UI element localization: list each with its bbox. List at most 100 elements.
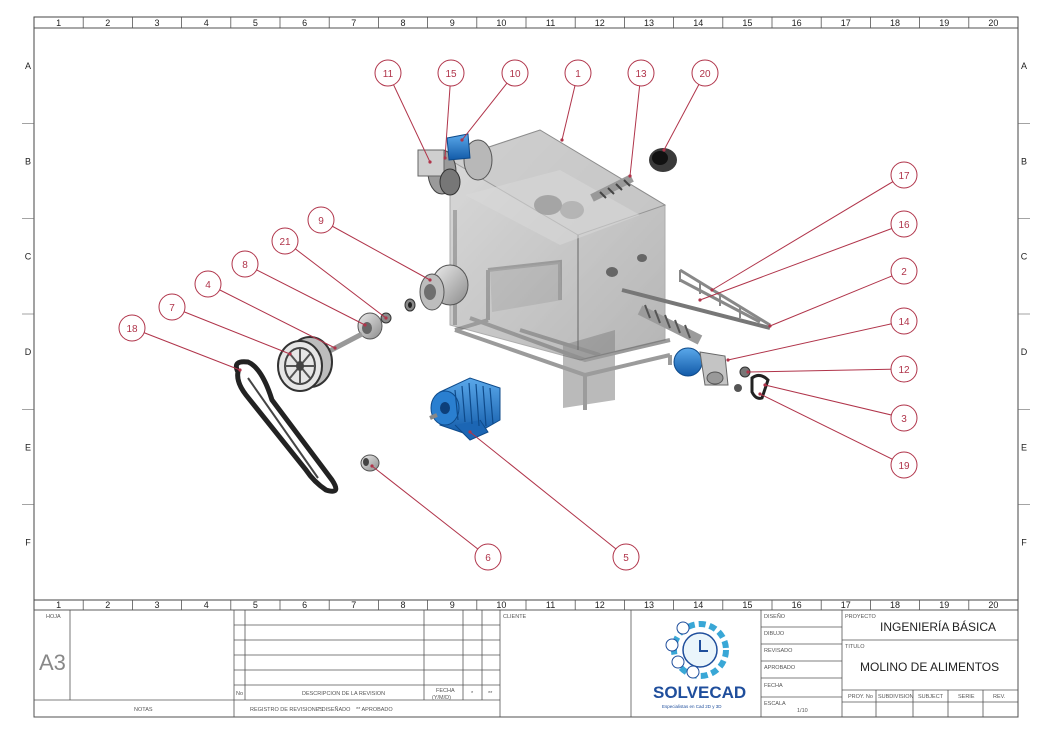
row-label-A: A bbox=[1021, 61, 1027, 71]
column-label-1: 1 bbox=[56, 18, 61, 28]
rev-fecha-label: FECHA bbox=[436, 688, 455, 694]
balloon-label-5: 5 bbox=[623, 553, 629, 564]
balloon-8 bbox=[231, 250, 259, 278]
diseno-label: DISEÑO bbox=[764, 613, 786, 620]
leader-dot-3 bbox=[763, 383, 767, 387]
column-label-18: 18 bbox=[890, 18, 900, 28]
leader-line-9 bbox=[320, 219, 431, 281]
leader-line-6 bbox=[371, 465, 489, 558]
balloon-16 bbox=[890, 210, 918, 238]
leader-line-19 bbox=[759, 393, 905, 466]
leader-line-16 bbox=[699, 223, 905, 301]
leader-dot-19 bbox=[758, 392, 762, 396]
balloon-label-7: 7 bbox=[169, 303, 175, 314]
leader-line-13 bbox=[629, 72, 642, 177]
leader-line-15 bbox=[444, 72, 452, 159]
leader-line-8 bbox=[244, 263, 366, 326]
column-label-15: 15 bbox=[742, 18, 752, 28]
balloon-3 bbox=[890, 404, 918, 432]
column-label-20: 20 bbox=[988, 600, 998, 610]
column-label-19: 19 bbox=[939, 18, 949, 28]
sheet-size: A3 bbox=[39, 650, 66, 675]
column-label-12: 12 bbox=[595, 600, 605, 610]
leader-dot-15 bbox=[443, 156, 447, 160]
balloon-label-6: 6 bbox=[485, 553, 491, 564]
balloon-label-13: 13 bbox=[635, 69, 647, 80]
proyecto-value: INGENIERÍA BÁSICA bbox=[880, 619, 996, 634]
titulo-label: TITULO bbox=[845, 644, 865, 650]
balloon-leaders bbox=[131, 72, 905, 558]
leader-line-11 bbox=[387, 72, 431, 163]
column-label-15: 15 bbox=[742, 600, 752, 610]
subdivision-label: SUBDIVISION bbox=[878, 694, 913, 700]
column-label-20: 20 bbox=[988, 18, 998, 28]
column-label-2: 2 bbox=[105, 600, 110, 610]
leader-dot-5 bbox=[468, 430, 472, 434]
balloon-1 bbox=[564, 59, 592, 87]
leader-dot-6 bbox=[370, 464, 374, 468]
leader-line-17 bbox=[711, 174, 905, 291]
drive-motor-small bbox=[673, 347, 729, 386]
column-label-11: 11 bbox=[546, 18, 555, 28]
column-label-5: 5 bbox=[253, 18, 258, 28]
column-label-9: 9 bbox=[450, 18, 455, 28]
balloon-9 bbox=[307, 206, 335, 234]
row-label-D: D bbox=[25, 347, 32, 357]
leader-dot-1 bbox=[560, 138, 564, 142]
column-label-7: 7 bbox=[351, 18, 356, 28]
leader-dot-16 bbox=[698, 298, 702, 302]
revisado-label: REVISADO bbox=[764, 648, 793, 654]
balloon-15 bbox=[437, 59, 465, 87]
row-label-A: A bbox=[25, 61, 31, 71]
column-label-10: 10 bbox=[496, 18, 506, 28]
balloon-18 bbox=[118, 314, 146, 342]
bearings-right bbox=[734, 366, 770, 400]
serie-label: SERIE bbox=[958, 694, 975, 700]
dibujo-label: DIBUJO bbox=[764, 631, 785, 637]
leader-line-10 bbox=[461, 72, 516, 141]
leader-dot-18 bbox=[238, 368, 242, 372]
feed-screw-top bbox=[590, 174, 634, 202]
balloon-label-4: 4 bbox=[205, 280, 211, 291]
column-label-12: 12 bbox=[595, 18, 605, 28]
column-label-19: 19 bbox=[939, 600, 949, 610]
balloon-label-18: 18 bbox=[126, 324, 138, 335]
disenado-label: * DISEÑADO bbox=[318, 706, 351, 713]
column-label-4: 4 bbox=[204, 18, 209, 28]
balloon-5 bbox=[612, 543, 640, 571]
row-label-E: E bbox=[1021, 442, 1027, 452]
title-block bbox=[33, 609, 1019, 718]
gear-reducer-top bbox=[417, 133, 493, 196]
leader-dot-20 bbox=[662, 148, 666, 152]
row-label-C: C bbox=[1021, 252, 1028, 262]
row-label-E: E bbox=[25, 442, 31, 452]
balloon-label-1: 1 bbox=[575, 69, 581, 80]
leader-dot-17 bbox=[710, 288, 714, 292]
balloon-label-3: 3 bbox=[901, 414, 907, 425]
leader-line-12 bbox=[747, 368, 905, 373]
balloon-label-16: 16 bbox=[898, 220, 910, 231]
aprobado2-label: APROBADO bbox=[764, 665, 796, 671]
row-label-F: F bbox=[1021, 538, 1027, 548]
balloon-label-2: 2 bbox=[901, 267, 907, 278]
balloon-label-10: 10 bbox=[509, 69, 521, 80]
balloon-label-11: 11 bbox=[383, 69, 394, 80]
exploded-assembly bbox=[233, 129, 771, 494]
balloon-10 bbox=[501, 59, 529, 87]
leader-dot-14 bbox=[726, 358, 730, 362]
column-label-11: 11 bbox=[546, 600, 555, 610]
row-label-B: B bbox=[25, 156, 31, 166]
column-label-17: 17 bbox=[841, 600, 851, 610]
leader-line-14 bbox=[727, 320, 905, 361]
hoja-label: HOJA bbox=[46, 614, 61, 620]
column-label-5: 5 bbox=[253, 600, 258, 610]
mill-housing bbox=[419, 264, 469, 311]
column-label-9: 9 bbox=[450, 600, 455, 610]
escala-label: ESCALA bbox=[764, 701, 786, 707]
leader-line-3 bbox=[764, 384, 905, 419]
balloon-label-15: 15 bbox=[445, 69, 457, 80]
registro-label: REGISTRO DE REVISIONES bbox=[250, 707, 323, 713]
